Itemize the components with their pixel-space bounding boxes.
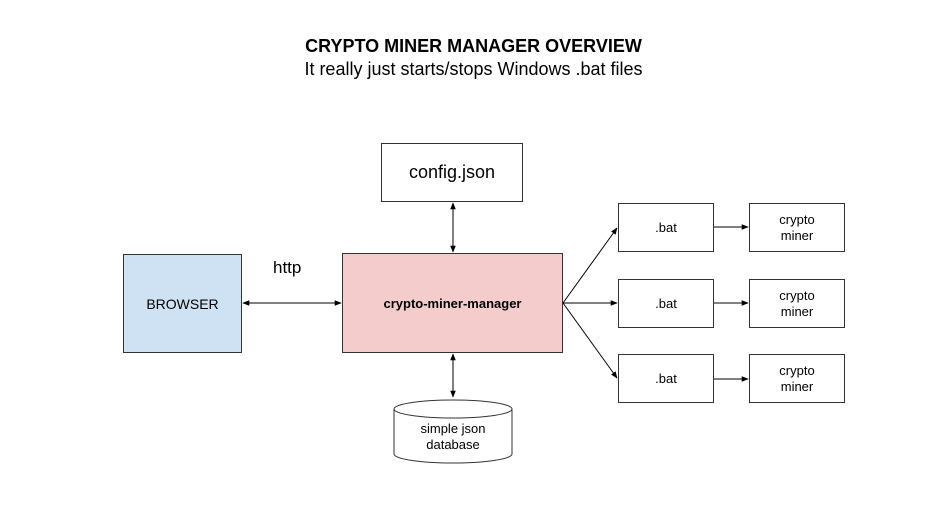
manager-label: crypto-miner-manager [383,295,522,311]
miner-label: crypto miner [779,211,815,243]
bat-label: .bat [655,371,677,386]
diagram-title: CRYPTO MINER MANAGER OVERVIEW [305,36,642,56]
miner-label: crypto miner [779,362,815,394]
config-node: config.json [381,143,523,202]
database-label: simple json database [420,421,486,452]
bat-connector-1 [562,227,618,304]
miner-node: crypto miner [749,354,845,403]
browser-label: BROWSER [146,295,219,312]
miner-label: crypto miner [779,287,815,319]
bat-node: .bat [618,354,714,403]
manager-node: crypto-miner-manager [342,253,563,353]
miner-node: crypto miner [749,279,845,328]
bat-label: .bat [655,220,677,235]
http-label: http [273,258,302,277]
config-label: config.json [408,162,496,182]
bat-connector-3 [562,302,618,379]
database-cylinder [393,399,513,464]
bat-node: .bat [618,203,714,252]
bat-node: .bat [618,279,714,328]
diagram-subtitle: It really just starts/stops Windows .bat… [304,59,643,79]
miner-node: crypto miner [749,203,845,252]
browser-node: BROWSER [123,254,242,353]
bat-label: .bat [655,296,677,311]
